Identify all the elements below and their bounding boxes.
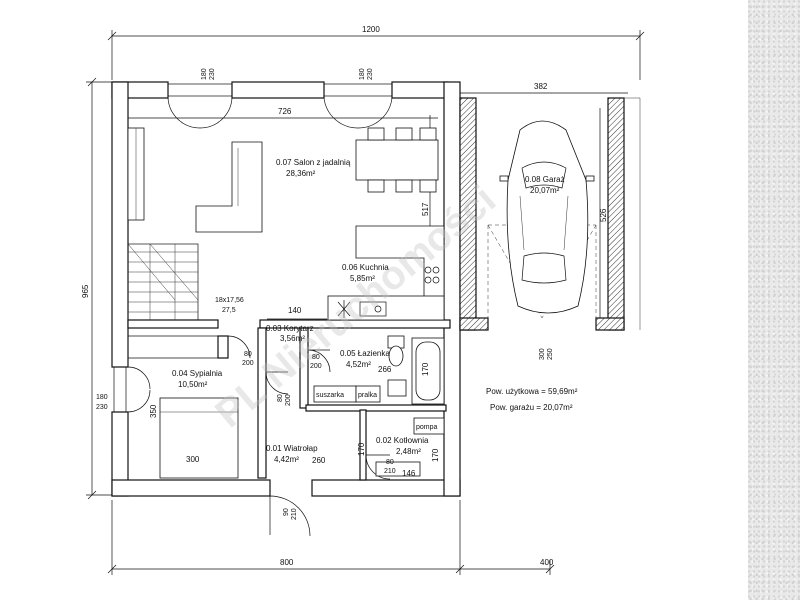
opening-window-top-right-b: 230 <box>367 68 374 80</box>
room-area-kitchen: 5,85m² <box>350 274 375 283</box>
room-label-kitchen: 0.06 Kuchnia <box>342 263 389 272</box>
room-label-salon: 0.07 Salon z jadalnią <box>276 158 351 167</box>
opening-door-bathroom-a: 80 <box>312 354 320 361</box>
opening-window-top-left-b: 230 <box>209 68 216 80</box>
dim-corridor-width: 140 <box>288 306 302 315</box>
room-area-bedroom: 10,50m² <box>178 380 208 389</box>
opening-window-left-a: 180 <box>96 394 108 401</box>
room-label-corridor: 0.03 Korytarz <box>266 324 314 333</box>
opening-window-top-left-a: 180 <box>201 68 208 80</box>
summary-garage-area: Pow. garażu = 20,07m² <box>490 403 573 412</box>
dimension-labels: 1200 965 800 400 726 382 517 526 140 350… <box>81 25 608 567</box>
area-summary: Pow. użytkowa = 59,69m² Pow. garażu = 20… <box>486 387 578 412</box>
room-labels: 0.07 Salon z jadalnią 28,36m² 0.06 Kuchn… <box>172 158 565 464</box>
opening-door-vestibule-a: 80 <box>277 394 284 402</box>
dim-garage-width: 382 <box>534 82 548 91</box>
opening-garage-gate-b: 250 <box>547 348 554 360</box>
dim-top-total: 1200 <box>362 25 380 34</box>
room-area-vestibule: 4,42m² <box>274 455 299 464</box>
opening-door-bedroom-b: 200 <box>242 360 254 367</box>
room-label-bedroom: 0.04 Sypialnia <box>172 369 223 378</box>
stairs-count: 27,5 <box>222 307 236 314</box>
room-area-boiler: 2,48m² <box>396 447 421 456</box>
opening-door-boiler-b: 210 <box>384 468 396 475</box>
opening-door-boiler-a: 80 <box>386 459 394 466</box>
fixture-pump: pompa <box>416 424 438 431</box>
opening-door-bedroom-a: 80 <box>244 351 252 358</box>
opening-window-left-b: 230 <box>96 404 108 411</box>
dim-bathroom-depth: 170 <box>421 362 430 376</box>
opening-door-entrance-a: 90 <box>283 508 290 516</box>
room-area-garage: 20,07m² <box>530 186 560 195</box>
opening-garage-gate-a: 300 <box>539 348 546 360</box>
room-label-boiler: 0.02 Kotłownia <box>376 436 429 445</box>
dim-boiler-depth: 170 <box>431 448 440 462</box>
walls <box>111 81 641 497</box>
dimension-lines <box>86 30 645 575</box>
dim-bedroom-width: 300 <box>186 455 200 464</box>
opening-door-bathroom-b: 200 <box>310 363 322 370</box>
fixture-washer: pralka <box>358 392 377 399</box>
dim-salon-depth: 517 <box>421 202 430 216</box>
dim-vestibule-depth: 170 <box>357 442 366 456</box>
dim-bottom-main: 800 <box>280 558 294 567</box>
dim-boiler-width: 146 <box>402 469 416 478</box>
textured-side-strip <box>748 0 800 600</box>
room-area-salon: 28,36m² <box>286 169 316 178</box>
furniture <box>127 127 445 479</box>
dim-vestibule-width: 260 <box>312 456 326 465</box>
room-area-bathroom: 4,52m² <box>346 360 371 369</box>
room-area-corridor: 3,56m² <box>280 334 305 343</box>
summary-usable-area: Pow. użytkowa = 59,69m² <box>486 387 578 396</box>
opening-window-top-right-a: 180 <box>359 68 366 80</box>
car <box>499 120 595 314</box>
dim-left-total: 965 <box>81 284 90 298</box>
room-label-garage: 0.08 Garaż <box>525 175 565 184</box>
dim-garage-depth: 526 <box>599 208 608 222</box>
room-label-vestibule: 0.01 Wiatrołap <box>266 444 318 453</box>
opening-door-entrance-b: 210 <box>291 508 298 520</box>
stairs-size: 18x17,56 <box>215 297 244 304</box>
dim-bathroom-width: 266 <box>378 365 392 374</box>
dim-bottom-garage: 400 <box>540 558 554 567</box>
dim-salon-width: 726 <box>278 107 292 116</box>
opening-door-vestibule-b: 200 <box>285 394 292 406</box>
staircase <box>127 243 199 321</box>
room-label-bathroom: 0.05 Łazienka <box>340 349 390 358</box>
fixture-dryer: suszarka <box>316 392 344 399</box>
dim-bedroom-depth: 350 <box>149 404 158 418</box>
